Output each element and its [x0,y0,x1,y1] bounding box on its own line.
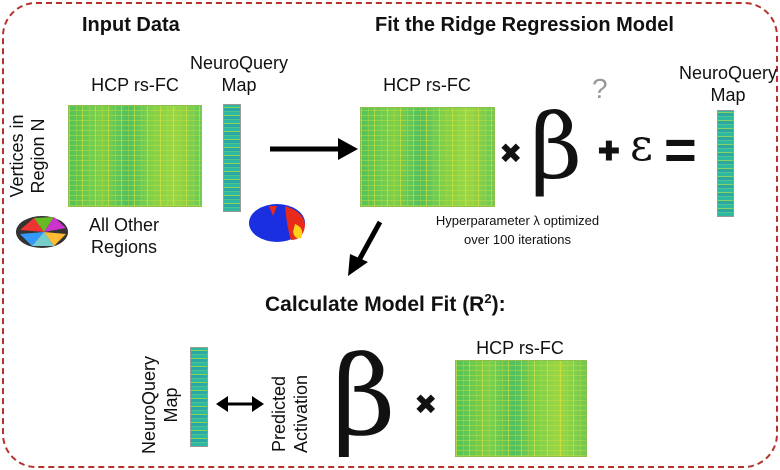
note-line-1: Hyperparameter λ optimized [435,213,600,228]
fit-neuroquery-map [717,110,734,217]
epsilon-symbol: ε [630,120,653,171]
input-neuroquery-map [223,104,241,212]
predicted-activation-label: Predicted Activation [269,374,311,454]
col-axis-label: All Other Regions [88,215,160,257]
input-data-title: Input Data [82,14,180,36]
right-arrow-icon [270,138,358,160]
eval-map-label: NeuroQuery Map [139,355,181,455]
eval-matrix-label: HCP rs-FC [476,338,564,358]
row-axis-label: Vertices in Region N [7,114,48,198]
model-fit-title-end: ): [491,293,506,316]
fit-model-title: Fit the Ridge Regression Model [375,14,674,36]
fit-matrix-label: HCP rs-FC [383,75,471,95]
eval-beta-symbol: β [332,332,396,460]
diagonal-arrow-icon [348,220,383,276]
fit-map-label: NeuroQuery Map [678,63,778,105]
model-fit-title-text: Calculate Model Fit (R [265,293,485,316]
eval-fc-heatmap [455,360,587,457]
hyperparameter-note: Hyperparameter λ optimized over 100 iter… [400,211,635,249]
double-arrow-icon [216,396,264,412]
input-map-label: NeuroQuery Map [189,53,289,95]
input-fc-heatmap [68,105,202,207]
eval-neuroquery-map [190,347,208,447]
note-line-2: over 100 iterations [464,232,571,247]
input-matrix-label: HCP rs-FC [91,75,179,95]
model-fit-superscript: 2 [484,291,492,306]
multiply-icon: ✖ [499,138,523,169]
fit-fc-heatmap [360,107,495,207]
question-mark: ? [592,73,608,104]
eval-multiply-icon: ✖ [414,389,438,420]
model-fit-title: Calculate Model Fit (R2): [265,291,506,317]
parcellation-brain-icon [16,216,68,248]
activation-brain-icon [249,204,305,242]
plus-icon: ✚ [598,136,620,166]
beta-symbol: β [530,95,583,200]
equals-icon: = [664,118,697,181]
